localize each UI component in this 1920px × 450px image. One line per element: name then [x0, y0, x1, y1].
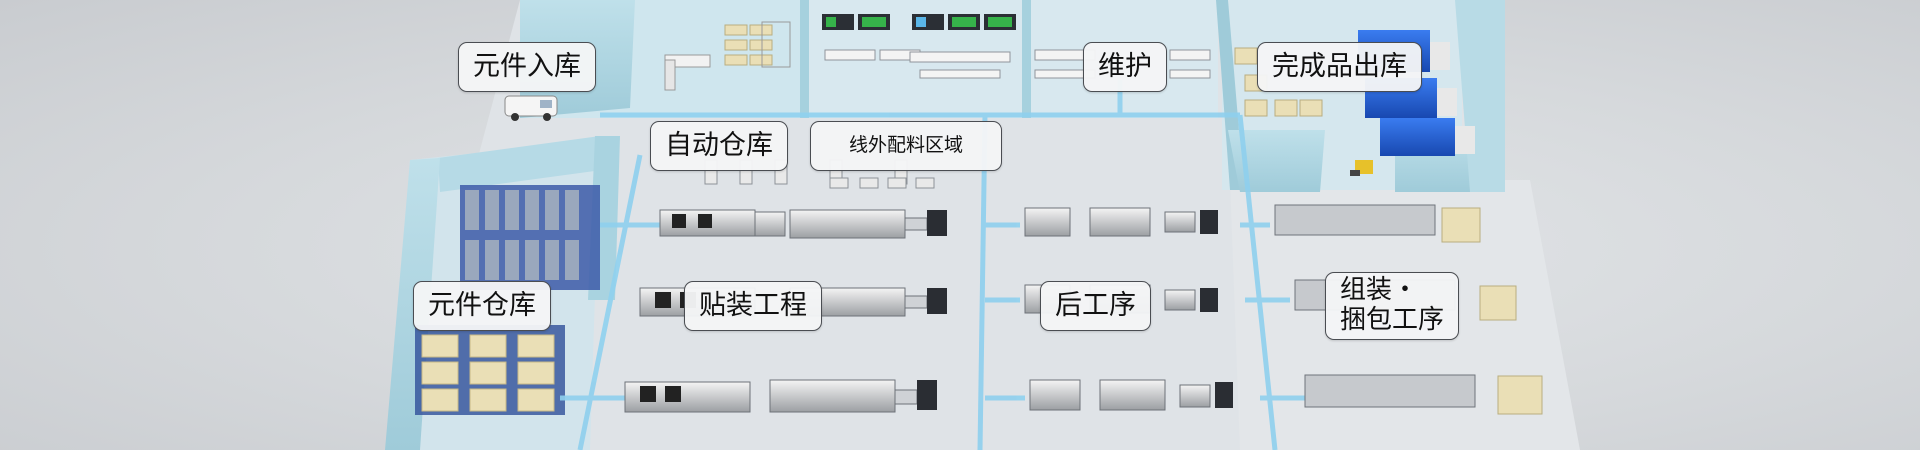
label-offline-kitting-area: 线外配料区域 [810, 121, 1002, 171]
label-finished-goods-shipping: 完成品出库 [1257, 42, 1422, 92]
label-assembly-line2: 捆包工序 [1340, 305, 1445, 335]
post-process-lines [1024, 207, 1233, 411]
shelf-icon [724, 21, 791, 68]
label-post-process: 后工序 [1040, 281, 1151, 331]
label-maintenance: 维护 [1083, 42, 1167, 92]
component-warehouse-room [385, 136, 620, 450]
pallet-icon [1234, 47, 1323, 117]
workbench-icon [664, 54, 711, 91]
label-automatic-warehouse: 自动仓库 [650, 121, 788, 171]
label-assembly-packing: 组装・ 捆包工序 [1325, 272, 1460, 340]
box-rack-icon [415, 325, 565, 415]
packing-pallet-icon [1441, 207, 1543, 415]
rack-icon [460, 185, 600, 290]
label-smt-engineering: 贴装工程 [684, 281, 822, 331]
desk-cluster [824, 49, 1211, 79]
van-icon [504, 95, 558, 121]
forklift-icon [1350, 160, 1373, 176]
monitor-icon [822, 14, 1016, 30]
label-component-warehouse: 元件仓库 [413, 281, 551, 331]
label-assembly-line1: 组装・ [1340, 275, 1419, 306]
label-component-receiving: 元件入库 [458, 42, 596, 92]
